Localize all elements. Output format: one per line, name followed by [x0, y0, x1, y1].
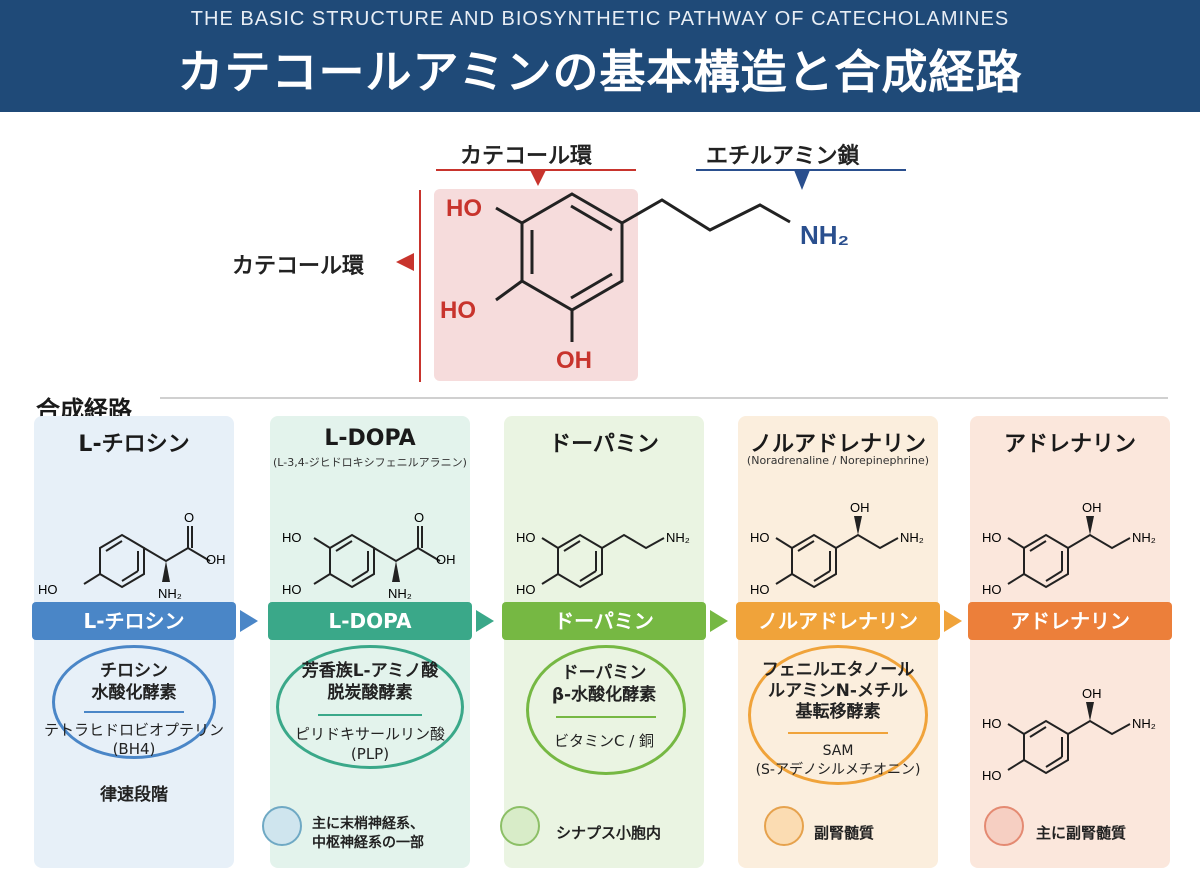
enzyme-ellipse-noradrenaline: [748, 645, 928, 785]
catechol-ring-highlight: [434, 189, 638, 381]
arrow-right-icon: [476, 610, 494, 632]
brain-icon: [262, 806, 302, 846]
step-column-dopamine: ドーパミン HO HO NH₂: [504, 416, 704, 868]
enzyme-ellipse-dopamine: [526, 645, 686, 775]
step-column-ldopa: L-DOPA (L-3,4-ジヒドロキシフェニルアラニン) O OH HO HO…: [270, 416, 470, 868]
svg-text:NH₂: NH₂: [900, 530, 924, 545]
enzyme-dbh: ドーパミン β-水酸化酵素: [551, 663, 657, 705]
svg-text:OH: OH: [1082, 500, 1102, 515]
tyrosine-molecule: O OH HO NH₂: [38, 510, 226, 601]
svg-text:NH₂: NH₂: [666, 530, 690, 545]
ring-pointer-down: [530, 170, 546, 186]
enzyme-divider: [788, 732, 888, 734]
nh2-label: NH₂: [800, 220, 849, 250]
band-noradrenaline: ノルアドレナリン: [736, 602, 940, 640]
oh-label-3: OH: [556, 347, 592, 374]
step-column-noradrenaline: ノルアドレナリン (Noradrenaline / Norepinephrine…: [738, 416, 938, 868]
svg-text:O: O: [184, 510, 194, 525]
rate-limiting-note: 律速段階: [100, 785, 168, 805]
ring-label-top: カテコール環: [460, 144, 593, 169]
enzyme-divider: [556, 716, 656, 718]
svg-text:NH₂: NH₂: [1132, 530, 1156, 545]
step-column-tyrosine: L-チロシン O OH HO NH₂: [34, 416, 234, 868]
ho-label-2: HO: [440, 297, 476, 324]
location-dopamine: シナプス小胞内: [556, 824, 662, 842]
svg-text:HO: HO: [982, 768, 1002, 783]
step-subtitle: (L-3,4-ジヒドロキシフェニルアラニン): [273, 456, 467, 469]
band-adrenaline: アドレナリン: [968, 602, 1172, 640]
svg-text:OH: OH: [206, 552, 226, 567]
svg-text:OH: OH: [436, 552, 456, 567]
step-subtitle: (Noradrenaline / Norepinephrine): [746, 454, 930, 467]
svg-text:NH₂: NH₂: [388, 586, 412, 601]
band-dopamine: ドーパミン: [502, 602, 706, 640]
location-adrenaline: 主に副腎髄質: [1036, 824, 1127, 842]
dopamine-molecule: HO HO NH₂: [516, 530, 690, 597]
page-title: カテコールアミンの基本構造と合成経路: [177, 45, 1023, 99]
svg-text:O: O: [414, 510, 424, 525]
cofactor-plp: ピリドキサールリン酸 (PLP): [294, 725, 445, 763]
chain-label: エチルアミン鎖: [706, 144, 860, 169]
ring-label-left: カテコール環: [232, 254, 365, 279]
svg-text:NH₂: NH₂: [158, 586, 182, 601]
adrenal-gland-icon: [764, 806, 804, 846]
step-column-adrenaline: アドレナリン OH HO HO NH₂ OH HO HO NH: [970, 416, 1170, 868]
header-banner: THE BASIC STRUCTURE AND BIOSYNTHETIC PAT…: [0, 0, 1200, 112]
step-name: ノルアドレナリン: [749, 432, 926, 457]
svg-text:HO: HO: [516, 582, 536, 597]
svg-text:HO: HO: [750, 582, 770, 597]
enzyme-ellipse-ldopa: [276, 645, 464, 769]
arrow-right-icon: [710, 610, 728, 632]
cofactor-vitc-copper: ビタミンC / 銅: [553, 732, 655, 750]
svg-text:HO: HO: [982, 530, 1002, 545]
band-tyrosine: L-チロシン: [32, 602, 236, 640]
enzyme-tyrosine-hydroxylase: チロシン 水酸化酵素: [91, 661, 177, 703]
substituent-bonds: [495, 198, 791, 342]
enzyme-divider: [84, 711, 184, 713]
svg-text:HO: HO: [750, 530, 770, 545]
band-ldopa: L-DOPA: [268, 602, 472, 640]
enzyme-divider: [318, 714, 422, 716]
svg-text:OH: OH: [1082, 686, 1102, 701]
arrow-right-icon: [240, 610, 258, 632]
cofactor-sam: SAM (S-アデノシルメチオニン): [755, 743, 921, 778]
svg-text:HO: HO: [38, 582, 58, 597]
adrenaline-molecule-top: OH HO HO NH₂: [982, 500, 1156, 597]
ring-pointer-left: [396, 253, 414, 271]
cofactor-bh4: テトラヒドロビオプテリン (BH4): [43, 721, 224, 758]
benzene-ring: [520, 192, 624, 312]
svg-text:NH₂: NH₂: [1132, 716, 1156, 731]
adrenal-gland-icon: [984, 806, 1024, 846]
adrenaline-molecule-bottom: OH HO HO NH₂: [982, 686, 1156, 783]
step-name: L-DOPA: [324, 426, 416, 451]
header-subtitle: THE BASIC STRUCTURE AND BIOSYNTHETIC PAT…: [190, 8, 1010, 30]
chain-pointer-down: [794, 170, 810, 190]
enzyme-pnmt: フェニルエタノール ルアミンN-メチル 基転移酵素: [761, 660, 915, 722]
noradrenaline-molecule: OH HO HO NH₂: [750, 500, 924, 597]
ldopa-molecule: O OH HO HO NH₂: [282, 510, 456, 601]
enzyme-aadc: 芳香族L-アミノ酸 脱炭酸酵素: [301, 661, 439, 703]
ho-label-1: HO: [446, 195, 482, 222]
section-divider: [160, 397, 1168, 399]
svg-text:HO: HO: [282, 530, 302, 545]
step-name: L-チロシン: [78, 432, 190, 457]
svg-text:OH: OH: [850, 500, 870, 515]
svg-text:HO: HO: [516, 530, 536, 545]
arrow-right-icon: [944, 610, 962, 632]
location-ldopa: 主に末梢神経系、 中枢神経系の一部: [312, 816, 424, 851]
enzyme-ellipse-tyrosine: [52, 645, 216, 759]
synaptic-vesicle-icon: [500, 806, 540, 846]
svg-text:HO: HO: [982, 716, 1002, 731]
svg-text:HO: HO: [982, 582, 1002, 597]
step-name: アドレナリン: [1003, 432, 1136, 457]
svg-text:HO: HO: [282, 582, 302, 597]
catechol-structure-diagram: HO HO OH NH₂: [396, 169, 906, 382]
step-name: ドーパミン: [549, 432, 659, 457]
location-noradrenaline: 副腎髄質: [814, 824, 875, 842]
